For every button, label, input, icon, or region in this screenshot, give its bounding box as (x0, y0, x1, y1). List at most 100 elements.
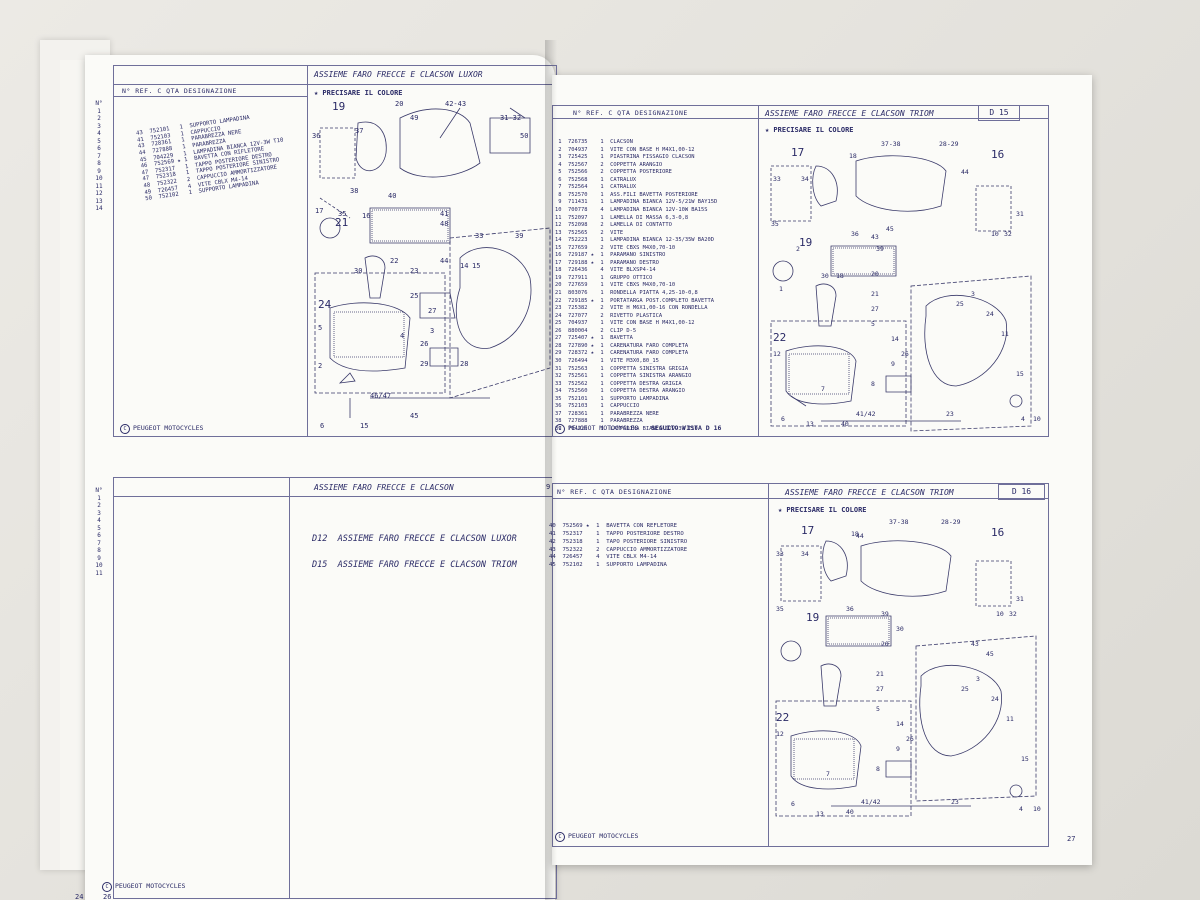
svg-text:3: 3 (430, 327, 434, 335)
svg-text:36: 36 (851, 230, 859, 238)
page-number: 26 (103, 893, 112, 900)
col-ref-header: N° REF. C QTA DESIGNAZIONE (573, 109, 688, 117)
svg-text:11: 11 (1001, 330, 1009, 338)
svg-text:7: 7 (821, 385, 825, 393)
svg-text:41/42: 41/42 (861, 798, 881, 806)
svg-text:12: 12 (776, 730, 784, 738)
svg-text:35: 35 (338, 210, 346, 218)
svg-text:10: 10 (1033, 805, 1041, 813)
svg-text:9: 9 (896, 745, 900, 753)
svg-text:40: 40 (388, 192, 396, 200)
svg-text:2: 2 (318, 362, 322, 370)
svg-text:13: 13 (806, 420, 814, 428)
copyright-icon: C (555, 424, 565, 434)
svg-text:17: 17 (315, 207, 323, 215)
svg-text:43: 43 (871, 233, 879, 241)
assembly-index: D12 ASSIEME FARO FRECCE E CLACSON LUXOR … (312, 526, 517, 578)
svg-text:21: 21 (335, 216, 348, 229)
svg-text:20: 20 (871, 270, 879, 278)
svg-text:30: 30 (354, 267, 362, 275)
svg-text:4: 4 (1019, 805, 1023, 813)
svg-text:26: 26 (420, 340, 428, 348)
svg-text:25: 25 (410, 292, 418, 300)
exploded-diagram-triom: 17 18 37-38 28-29 16 33 34 44 36 35 31 3… (775, 518, 1041, 818)
svg-text:28-29: 28-29 (941, 518, 961, 526)
bottom-left-sheet: ASSIEME FARO FRECCE E CLACSON 9 D12 ASSI… (102, 477, 557, 899)
sheet-title: ASSIEME FARO FRECCE E CLACSON (314, 483, 454, 492)
svg-text:10: 10 (1033, 415, 1041, 423)
svg-text:49: 49 (410, 114, 418, 122)
svg-text:13: 13 (816, 810, 824, 818)
color-note: ★ PRECISARE IL COLORE (778, 506, 867, 514)
svg-text:21: 21 (871, 290, 879, 298)
svg-text:21: 21 (876, 670, 884, 678)
svg-text:40: 40 (846, 808, 854, 816)
svg-text:7: 7 (826, 770, 830, 778)
svg-text:31: 31 (1016, 210, 1024, 218)
svg-text:39: 39 (515, 232, 523, 240)
svg-text:44: 44 (856, 532, 864, 540)
svg-text:45: 45 (886, 225, 894, 233)
color-note: ★ PRECISARE IL COLORE (314, 89, 403, 97)
svg-text:16: 16 (991, 526, 1004, 539)
svg-text:33: 33 (475, 232, 483, 240)
svg-text:45: 45 (986, 650, 994, 658)
parts-list: 1 726735 1 CLACSON 2 704937 1 VITE CON B… (555, 139, 718, 432)
svg-text:14: 14 (896, 720, 904, 728)
color-note: ★ PRECISARE IL COLORE (765, 126, 854, 134)
svg-text:50: 50 (520, 132, 528, 140)
svg-text:34: 34 (801, 175, 809, 183)
svg-text:22: 22 (773, 331, 786, 344)
continuation-note: SEGUITO VISTA D 16 (651, 424, 722, 432)
svg-text:33: 33 (776, 550, 784, 558)
svg-text:29: 29 (420, 360, 428, 368)
svg-text:24: 24 (986, 310, 994, 318)
svg-text:6: 6 (791, 800, 795, 808)
svg-text:4: 4 (1021, 415, 1025, 423)
svg-text:3: 3 (976, 675, 980, 683)
svg-text:36: 36 (312, 132, 320, 140)
svg-text:23: 23 (410, 267, 418, 275)
sheet-title: ASSIEME FARO FRECCE E CLACSON TRIOM (785, 488, 954, 497)
svg-text:6: 6 (781, 415, 785, 423)
right-page: N° REF. C QTA DESIGNAZIONE ASSIEME FARO … (549, 75, 1092, 865)
svg-text:39: 39 (881, 610, 889, 618)
top-right-sheet: N° REF. C QTA DESIGNAZIONE ASSIEME FARO … (552, 105, 1049, 437)
svg-text:37-38: 37-38 (889, 518, 909, 526)
copyright-icon: C (555, 832, 565, 842)
svg-text:22: 22 (390, 257, 398, 265)
svg-text:16: 16 (362, 212, 370, 220)
svg-text:31: 31 (1016, 595, 1024, 603)
left-page: N° REF. C QTA DESIGNAZIONE ASSIEME FARO … (75, 55, 557, 900)
svg-text:32: 32 (1009, 610, 1017, 618)
svg-text:33: 33 (773, 175, 781, 183)
svg-text:15: 15 (1016, 370, 1024, 378)
svg-text:27: 27 (876, 685, 884, 693)
svg-text:18: 18 (836, 272, 844, 280)
svg-text:3: 3 (971, 290, 975, 298)
svg-text:24: 24 (991, 695, 999, 703)
svg-text:41: 41 (440, 210, 448, 218)
svg-text:8: 8 (871, 380, 875, 388)
svg-text:24: 24 (318, 298, 332, 311)
col-ref-header: N° REF. C QTA DESIGNAZIONE (122, 87, 237, 95)
svg-text:25: 25 (961, 685, 969, 693)
page-code: D 16 (998, 484, 1045, 500)
svg-text:32: 32 (1004, 230, 1012, 238)
svg-text:18: 18 (849, 152, 857, 160)
svg-text:2: 2 (796, 245, 800, 253)
svg-text:27: 27 (871, 305, 879, 313)
exploded-diagram-triom: 17 18 37-38 28-29 16 33 34 19 43 45 44 3… (770, 140, 1041, 432)
svg-text:43: 43 (971, 640, 979, 648)
svg-text:5: 5 (318, 324, 322, 332)
svg-text:30: 30 (821, 272, 829, 280)
svg-text:9: 9 (891, 360, 895, 368)
page-code: 9 (546, 483, 550, 491)
svg-text:26: 26 (906, 735, 914, 743)
book-gutter-shadow (545, 40, 565, 900)
